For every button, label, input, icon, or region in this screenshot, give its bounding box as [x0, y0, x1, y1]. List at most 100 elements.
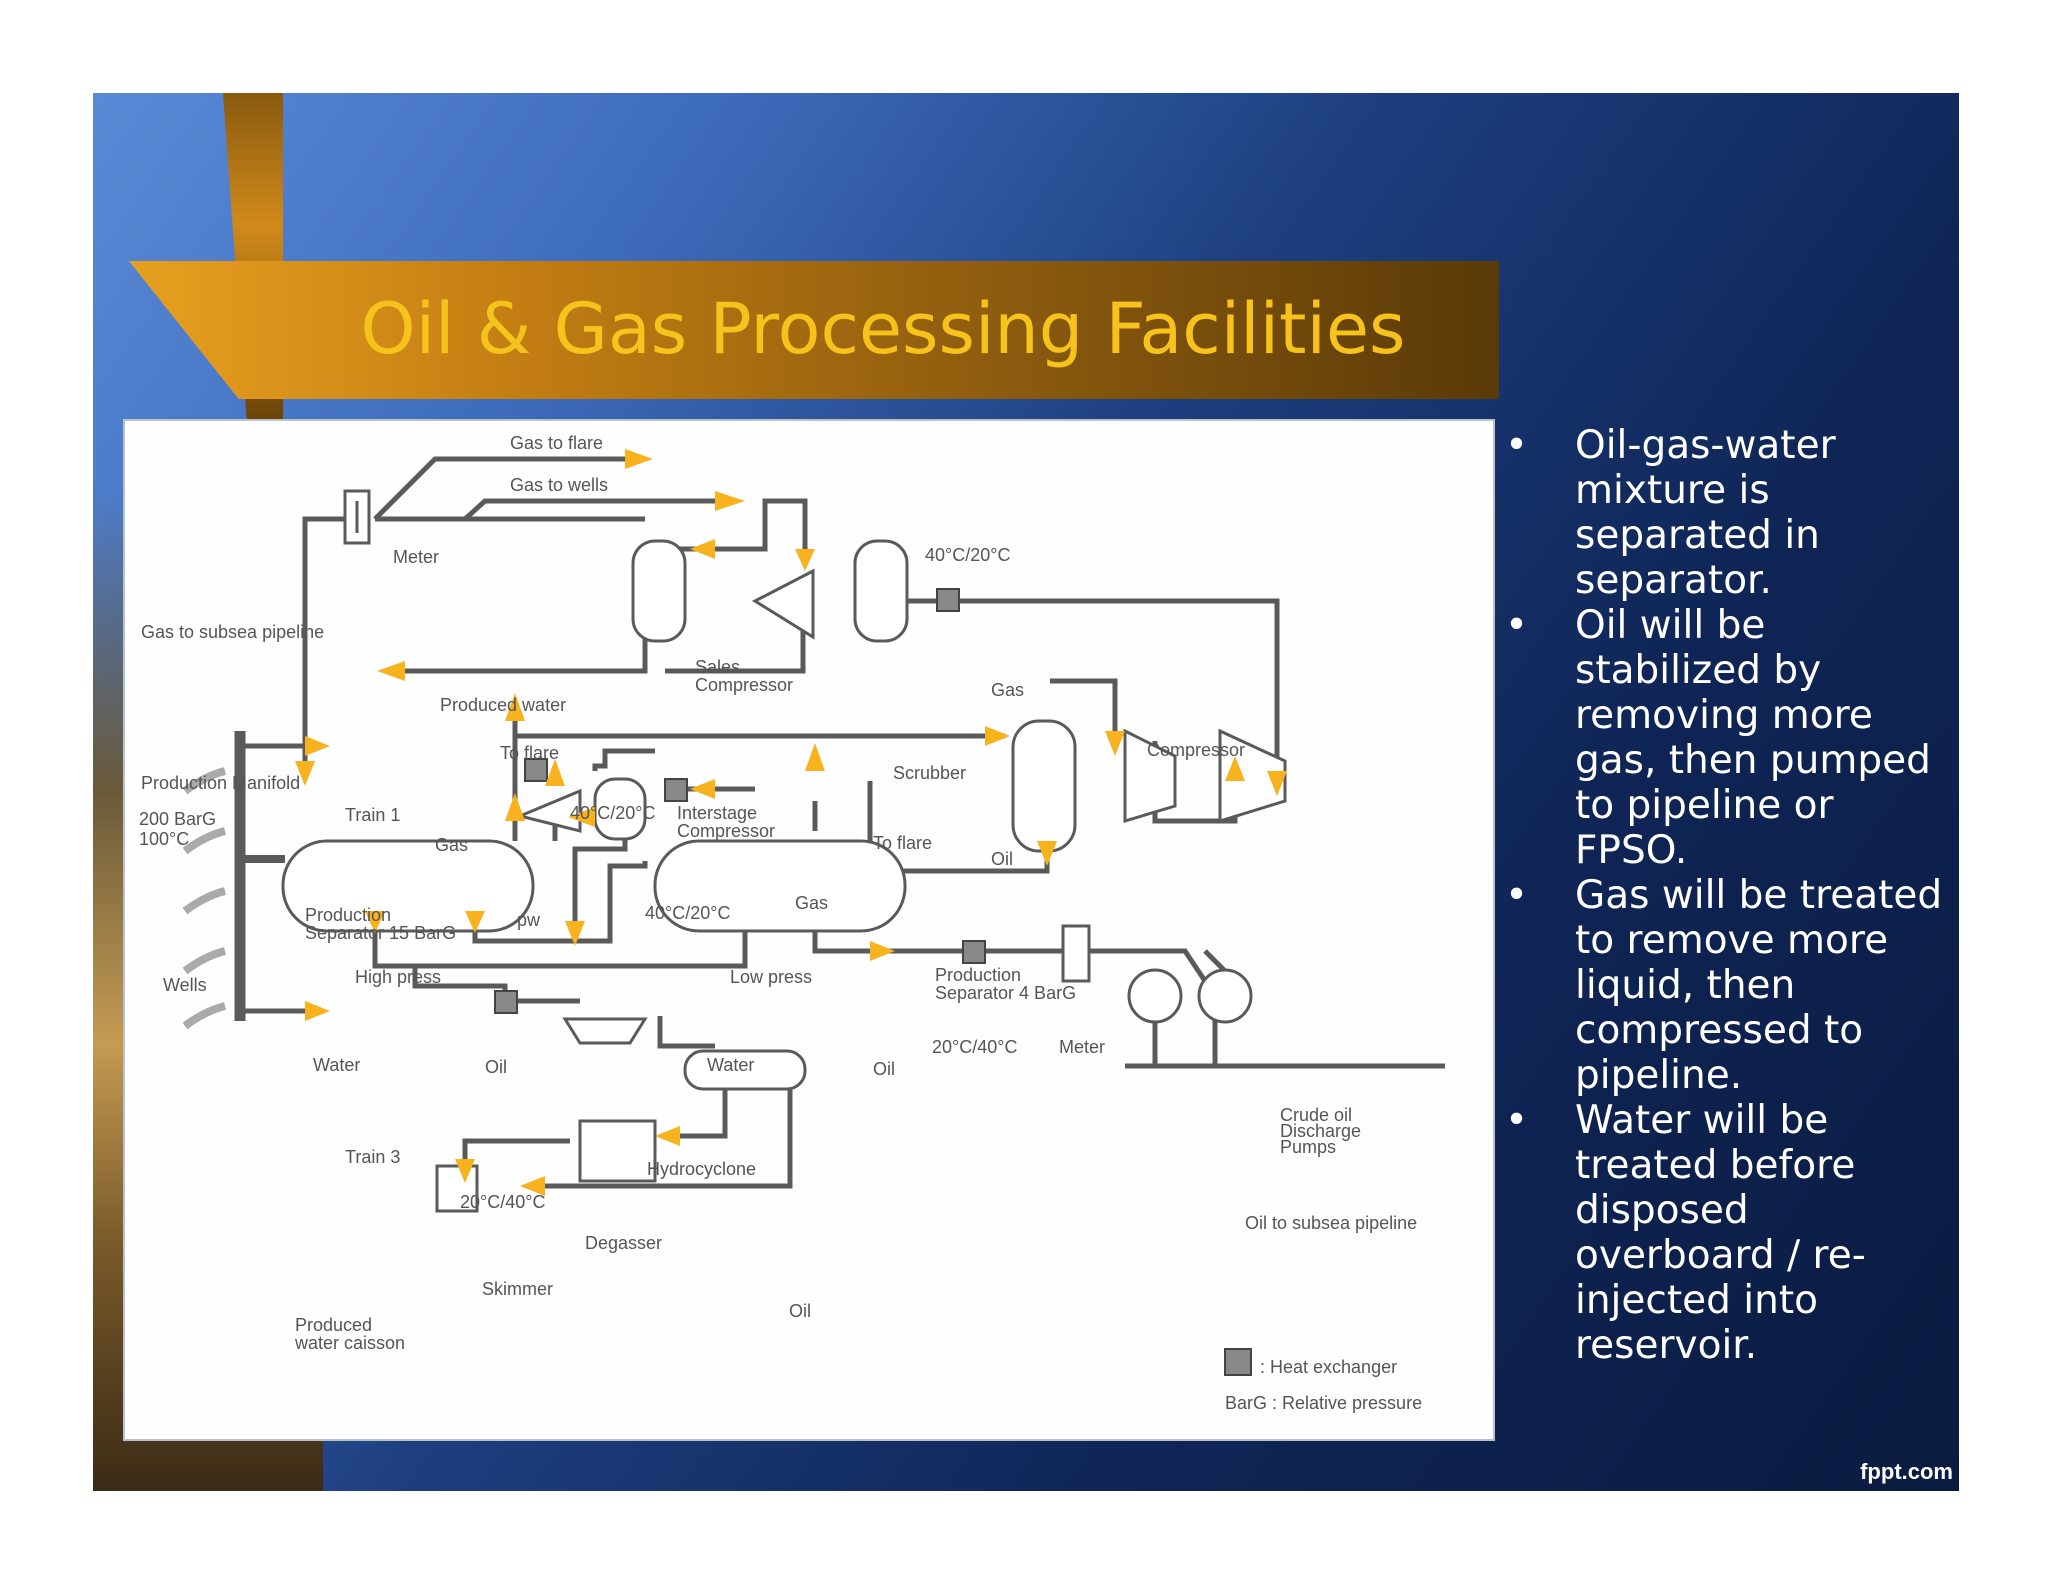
process-flow-diagram: Gas to flare Gas to wells Meter Gas to s…	[123, 419, 1495, 1441]
label-production-manifold: Production Manifold	[141, 773, 300, 793]
sales-compressor	[751, 568, 815, 640]
label-gas-mid: Gas	[435, 835, 468, 855]
label-crude-1: Crude oil	[1280, 1105, 1352, 1125]
label-pw: pw	[517, 910, 541, 930]
label-prod-sep-15-1: Production	[305, 905, 391, 925]
heat-exchanger-oil	[962, 940, 986, 964]
slide-title: Oil & Gas Processing Facilities	[360, 288, 1406, 370]
produced-water-caisson	[435, 1164, 479, 1213]
label-crude-2: Discharge	[1280, 1121, 1361, 1141]
pipe-water-manifold	[372, 911, 748, 969]
label-water-1: Water	[313, 1055, 360, 1075]
meter-oil	[1061, 924, 1091, 983]
label-prod-sep-4-1: Production	[935, 965, 1021, 985]
label-skimmer: Skimmer	[482, 1279, 553, 1299]
bullet-item: • Water will be treated before disposed o…	[1505, 1098, 1945, 1368]
label-train-3: Train 3	[345, 1147, 400, 1167]
label-to-flare-1: To flare	[500, 743, 559, 763]
bullet-item: •Oil-gas-water mixture is separated in s…	[1505, 423, 1945, 603]
interstage-compressor	[515, 788, 582, 833]
label-oil-1: Oil	[485, 1057, 507, 1077]
label-to-flare-2: To flare	[873, 833, 932, 853]
arrow-scrubber-inlet	[985, 726, 1010, 746]
label-interstage-2: Compressor	[677, 821, 775, 841]
label-meter-oil: Meter	[1059, 1037, 1105, 1057]
bullet-item: • Gas will be treated to remove more liqu…	[1505, 873, 1945, 1098]
high-pressure-separator	[281, 839, 535, 933]
well-flow-arrow	[182, 827, 227, 855]
label-temp-water: 20°C/40°C	[460, 1192, 545, 1212]
heat-exchanger-top	[936, 588, 960, 612]
label-temp-oil: 20°C/40°C	[932, 1037, 1017, 1057]
label-wells: Wells	[163, 975, 207, 995]
arrow-to-flare-1	[505, 693, 525, 721]
well-flow-arrow	[182, 1002, 227, 1030]
bullet-dot-icon: •	[1505, 1098, 1529, 1143]
arrow-oil-1	[465, 911, 485, 933]
compressor-2	[1218, 728, 1287, 824]
label-train-1: Train 1	[345, 805, 400, 825]
label-oil-scrubber: Oil	[991, 849, 1013, 869]
arrow-sales-compressor	[690, 539, 715, 559]
scrubber-vessel	[1011, 719, 1077, 853]
compressor-1	[1123, 728, 1177, 824]
label-degasser: Degasser	[585, 1233, 662, 1253]
pipe-gas-wells	[463, 498, 715, 521]
label-prod-sep-4-2: Separator 4 BarG	[935, 983, 1076, 1003]
label-pressure-2: 100°C	[139, 829, 189, 849]
bullet-list: •Oil-gas-water mixture is separated in s…	[1505, 423, 1945, 1368]
arrow-gas-to-subsea	[295, 761, 315, 786]
pipe-produced-water	[405, 631, 648, 674]
bullet-dot-icon: •	[1505, 603, 1529, 648]
pipe-sales-bottom	[665, 631, 806, 674]
label-produced-water-caisson-1: Produced	[295, 1315, 372, 1335]
arrow-oil-2	[870, 941, 895, 961]
hydrocyclone	[562, 1017, 648, 1045]
label-temp-top: 40°C/20°C	[925, 545, 1010, 565]
bullet-dot-icon: •	[1505, 423, 1529, 468]
label-interstage-1: Interstage	[677, 803, 757, 823]
title-banner	[129, 261, 1499, 399]
pipe-sales-loop	[680, 498, 808, 552]
label-hydrocyclone: Hydrocyclone	[647, 1159, 756, 1179]
pipe-degasser-skimmer	[670, 1081, 728, 1139]
heat-exchanger-interstage-1	[524, 758, 548, 782]
label-oil-2: Oil	[873, 1059, 895, 1079]
arrow-oil-return	[520, 1176, 545, 1196]
arrow-to-skimmer	[655, 1126, 680, 1146]
bullet-text: Gas will be treated to remove more liqui…	[1575, 873, 1943, 1098]
arrow-gas-down	[565, 921, 585, 946]
arrow-to-flare-2	[805, 743, 825, 771]
label-oil-3: Oil	[789, 1301, 811, 1321]
well-flow-arrow	[182, 947, 227, 975]
label-temp-interstage-2: 40°C/20°C	[645, 903, 730, 923]
separator-top-right	[853, 539, 909, 643]
label-sales-compressor-1: Sales	[695, 657, 740, 677]
label-legend-hx: : Heat exchanger	[1260, 1357, 1397, 1377]
arrow-water-1	[365, 911, 385, 933]
heat-exchanger-interstage-2	[664, 778, 688, 802]
bullet-text: Oil will be stabilized by removing more …	[1575, 603, 1931, 873]
legend-heat-exchanger-icon	[1224, 1348, 1252, 1376]
separator-top-left	[631, 539, 687, 643]
arrow-to-caisson	[455, 1159, 475, 1183]
fppt-watermark: fppt.com	[1860, 1459, 1953, 1484]
label-gas-top: Gas	[991, 680, 1024, 700]
crude-pump-2	[1197, 968, 1253, 1024]
pipe-gas-flare	[373, 456, 625, 521]
label-crude-3: Pumps	[1280, 1137, 1336, 1157]
slide: Oil & Gas Processing Facilities	[93, 93, 1959, 1491]
label-gas-to-flare: Gas to flare	[510, 433, 603, 453]
label-prod-sep-15-2: Separator 15 BarG	[305, 923, 456, 943]
label-oil-to-subsea: Oil to subsea pipeline	[1245, 1213, 1417, 1233]
pipe-to-caisson	[462, 1138, 570, 1159]
bullet-text: Water will be treated before disposed ov…	[1575, 1098, 1866, 1368]
bullet-dot-icon: •	[1505, 873, 1529, 918]
arrow-gas-to-compressor	[1105, 731, 1125, 756]
arrow-interstage-hx	[690, 779, 715, 799]
pipe-water-hx	[412, 966, 580, 1004]
pipe-hp-oil-to-lp	[472, 861, 648, 944]
label-produced-water-caisson-2: water caisson	[294, 1333, 405, 1353]
label-low-press: Low press	[730, 967, 812, 987]
label-high-press: High press	[355, 967, 441, 987]
